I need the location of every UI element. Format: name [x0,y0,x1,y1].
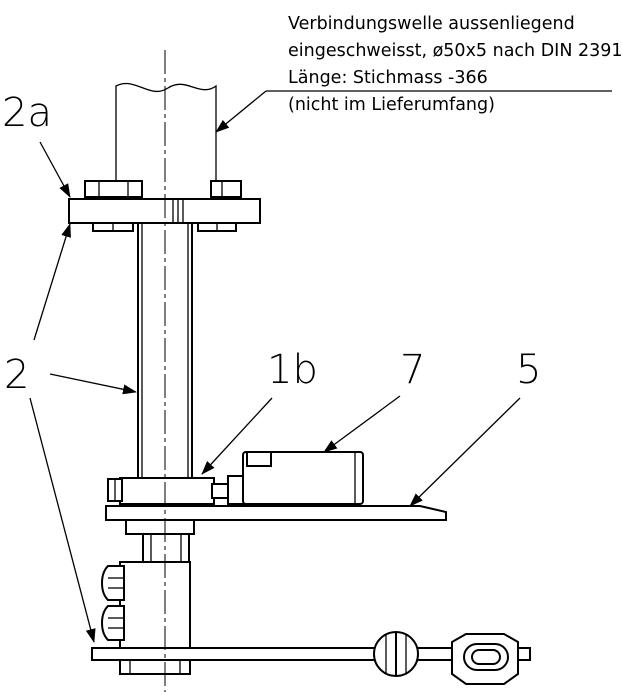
base-plate [105,505,447,521]
lever-knob [373,631,419,677]
lever-arm [91,647,531,675]
note-line-2: eingeschweisst, ø50x5 nach DIN 2391 [288,41,622,61]
vertical-tube [137,223,193,478]
flange-bolts-top [84,180,242,198]
callout-labels: 2a 2 1b 7 5 [2,90,541,398]
shaft-collar [125,519,195,563]
note-text-block: Verbindungswelle aussenliegend eingeschw… [288,14,622,115]
callout-2: 2 [4,352,29,398]
callout-7: 7 [400,347,425,393]
note-leader [215,90,612,133]
flange-nuts-bottom [92,222,237,232]
note-line-1: Verbindungswelle aussenliegend [288,14,575,34]
callout-leaders [29,141,521,643]
callout-2a: 2a [2,90,52,136]
note-line-3: Länge: Stichmass -366 [288,68,488,88]
lower-block [101,561,191,649]
callout-5: 5 [516,347,541,393]
connecting-shaft [115,82,217,183]
callout-1b: 1b [267,347,318,393]
note-line-4: (nicht im Lieferumfang) [288,95,495,115]
clamp-hub [107,475,245,505]
lever-end-connector [451,633,519,685]
switch-housing [242,451,364,505]
